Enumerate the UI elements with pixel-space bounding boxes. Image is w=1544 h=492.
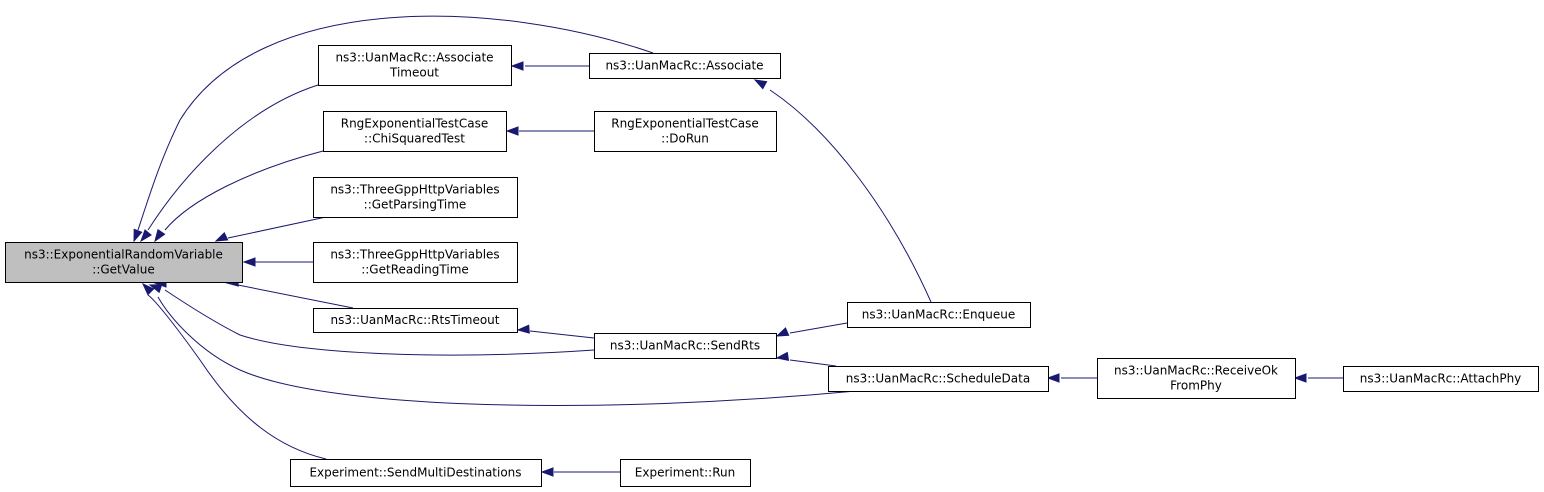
node-parsing[interactable]: ns3::ThreeGppHttpVariables::GetParsingTi… — [313, 177, 518, 218]
node-label: ns3::UanMacRc::SendRts — [610, 339, 760, 353]
arrowhead-icon — [1046, 373, 1060, 383]
arrowhead-icon — [214, 231, 229, 242]
edge-scheduledata-to-getvalue — [148, 284, 857, 406]
node-getvalue[interactable]: ns3::ExponentialRandomVariable::GetValue — [5, 242, 243, 283]
node-label: ::GetReadingTime — [361, 263, 469, 277]
node-dorun[interactable]: RngExponentialTestCase::DoRun — [594, 111, 777, 152]
arrowhead-icon — [540, 467, 554, 477]
node-label: Experiment::Run — [635, 466, 735, 480]
node-label: Timeout — [389, 66, 439, 80]
arrowhead-icon — [141, 282, 155, 296]
node-label: ns3::UanMacRc::Associate — [335, 51, 493, 65]
node-box — [313, 242, 518, 283]
edge-line — [529, 330, 595, 339]
arrowhead-icon — [1293, 373, 1307, 383]
node-label: ns3::UanMacRc::ScheduleData — [846, 372, 1030, 386]
node-box — [620, 459, 751, 487]
node-box — [318, 45, 512, 86]
node-chisq[interactable]: RngExponentialTestCase::ChiSquaredTest — [323, 111, 507, 152]
arrowhead-icon — [753, 79, 768, 90]
node-associate[interactable]: ns3::UanMacRc::Associate — [589, 53, 781, 79]
arrowhead-icon — [516, 324, 530, 334]
node-label: ns3::UanMacRc::AttachPhy — [1360, 372, 1522, 386]
node-box — [1343, 366, 1539, 392]
node-label: FromPhy — [1170, 379, 1222, 393]
edge-line — [789, 359, 837, 367]
node-box — [828, 366, 1049, 392]
arrowhead-icon — [148, 284, 163, 294]
node-rtstimeout[interactable]: ns3::UanMacRc::RtsTimeout — [313, 308, 518, 333]
node-label: ns3::UanMacRc::ReceiveOk — [1114, 364, 1278, 378]
node-label: ns3::UanMacRc::Enqueue — [862, 308, 1015, 322]
edge-line — [769, 89, 932, 303]
node-label: ns3::UanMacRc::Associate — [605, 59, 763, 73]
edge-assoc_timeout-to-getvalue — [140, 84, 319, 243]
edge-line — [789, 322, 848, 334]
node-box — [5, 242, 243, 283]
node-enqueue[interactable]: ns3::UanMacRc::Enqueue — [847, 302, 1031, 328]
node-sendmulti[interactable]: Experiment::SendMultiDestinations — [290, 459, 542, 487]
node-label: RngExponentialTestCase — [611, 117, 759, 131]
edge-chisq-to-getvalue — [154, 150, 324, 243]
edge-line — [227, 216, 327, 239]
node-reading[interactable]: ns3::ThreeGppHttpVariables::GetReadingTi… — [313, 242, 518, 283]
node-label: ::GetValue — [92, 263, 154, 277]
edge-line — [164, 150, 324, 231]
arrowhead-icon — [775, 327, 790, 337]
node-exprun[interactable]: Experiment::Run — [620, 459, 751, 487]
edge-associate-to-assoc_timeout — [510, 61, 589, 71]
node-label: ns3::ThreeGppHttpVariables — [330, 248, 499, 262]
arrowhead-icon — [140, 229, 152, 243]
node-box — [323, 111, 507, 152]
edge-line — [147, 294, 327, 460]
node-box — [594, 111, 777, 152]
node-label: ::GetParsingTime — [364, 198, 467, 212]
edge-enqueue-to-sendrts — [775, 322, 848, 337]
arrowhead-icon — [133, 228, 143, 243]
edge-scheduledata-to-sendrts — [775, 351, 837, 367]
edges-layer — [133, 15, 1343, 477]
edge-enqueue-to-associate — [753, 79, 932, 303]
edge-line — [157, 296, 857, 406]
nodes-layer: ns3::ExponentialRandomVariable::GetValue… — [5, 45, 1539, 487]
node-box — [847, 302, 1031, 328]
node-label: ns3::UanMacRc::RtsTimeout — [331, 313, 500, 327]
node-sendrts[interactable]: ns3::UanMacRc::SendRts — [594, 333, 777, 359]
node-box — [313, 177, 518, 218]
node-label: ::DoRun — [661, 132, 709, 146]
edge-associate-to-getvalue — [133, 15, 654, 243]
arrowhead-icon — [242, 257, 256, 267]
node-box — [589, 53, 781, 79]
edge-reading-to-getvalue — [242, 257, 313, 267]
edge-receiveok-to-scheduledata — [1046, 373, 1097, 383]
node-label: Experiment::SendMultiDestinations — [309, 466, 521, 480]
edge-exprun-to-sendmulti — [540, 467, 620, 477]
node-box — [1097, 358, 1296, 399]
node-attachphy[interactable]: ns3::UanMacRc::AttachPhy — [1343, 366, 1539, 392]
edge-sendmulti-to-getvalue — [141, 282, 327, 460]
edge-line — [147, 84, 319, 231]
arrowhead-icon — [510, 61, 524, 71]
node-box — [313, 308, 518, 333]
node-label: ::ChiSquaredTest — [364, 132, 465, 146]
edge-line — [164, 289, 595, 356]
node-scheduledata[interactable]: ns3::UanMacRc::ScheduleData — [828, 366, 1049, 392]
arrowhead-icon — [505, 126, 519, 136]
node-box — [290, 459, 542, 487]
node-box — [594, 333, 777, 359]
arrowhead-icon — [154, 228, 166, 243]
node-label: ns3::ExponentialRandomVariable — [24, 248, 223, 262]
edge-dorun-to-chisq — [505, 126, 594, 136]
edge-line — [237, 284, 354, 309]
edge-line — [137, 15, 654, 231]
edge-attachphy-to-receiveok — [1293, 373, 1343, 383]
node-label: RngExponentialTestCase — [341, 117, 489, 131]
node-label: ns3::ThreeGppHttpVariables — [330, 183, 499, 197]
edge-sendrts-to-rtstimeout — [516, 324, 595, 339]
arrowhead-icon — [775, 351, 790, 362]
edge-parsing-to-getvalue — [214, 216, 327, 242]
